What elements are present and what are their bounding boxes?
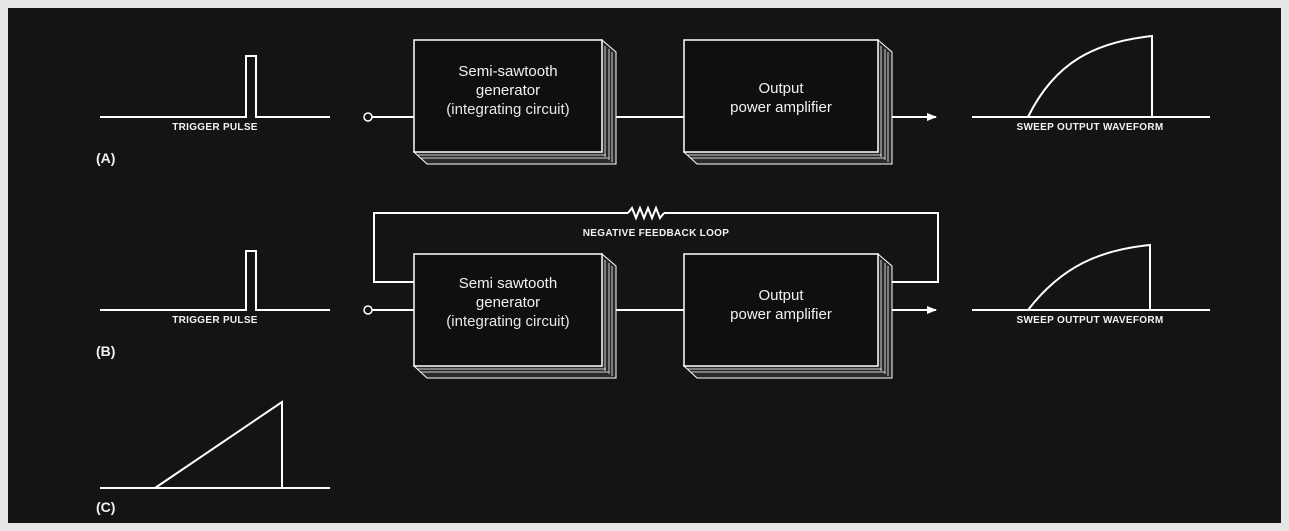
amplifier-b-line1: Output: [758, 287, 804, 304]
row-c: (C): [96, 400, 330, 515]
sawtooth-waveform-c: [100, 400, 330, 489]
amplifier-a-line1: Output: [758, 80, 804, 97]
amplifier-b-line2: power amplifier: [730, 306, 832, 323]
sweep-output-label-a: SWEEP OUTPUT WAVEFORM: [1016, 122, 1163, 133]
generator-b-line3: (integrating circuit): [446, 313, 569, 330]
feedback-loop-label: NEGATIVE FEEDBACK LOOP: [583, 228, 729, 239]
amplifier-a-line2: power amplifier: [730, 99, 832, 116]
trigger-pulse-a: TRIGGER PULSE: [100, 55, 330, 133]
row-a: TRIGGER PULSE (A) Semi-sawtooth generato…: [96, 34, 1210, 166]
sweep-waveform-b: SWEEP OUTPUT WAVEFORM: [972, 243, 1210, 326]
trigger-pulse-b: TRIGGER PULSE: [100, 250, 330, 326]
generator-a-line3: (integrating circuit): [446, 101, 569, 118]
generator-b-line1: Semi sawtooth: [459, 275, 557, 292]
diagram-panel: [8, 8, 1281, 523]
row-tag-c: (C): [96, 499, 115, 515]
sweep-output-label-b: SWEEP OUTPUT WAVEFORM: [1016, 315, 1163, 326]
row-b: NEGATIVE FEEDBACK LOOP TRIGGER PULSE (B): [96, 205, 1210, 379]
feedback-loop: NEGATIVE FEEDBACK LOOP: [373, 205, 939, 283]
input-terminal-b: [363, 305, 373, 315]
trigger-pulse-label-b: TRIGGER PULSE: [172, 315, 258, 326]
trigger-pulse-label-a: TRIGGER PULSE: [172, 122, 258, 133]
generator-b-line2: generator: [476, 294, 540, 311]
row-tag-a: (A): [96, 150, 115, 166]
generator-box-a: Semi-sawtooth generator (integrating cir…: [412, 38, 617, 165]
row-tag-b: (B): [96, 343, 115, 359]
generator-a-line1: Semi-sawtooth: [458, 63, 557, 80]
amplifier-box-b: Output power amplifier: [682, 252, 893, 379]
generator-a-line2: generator: [476, 82, 540, 99]
amplifier-box-a: Output power amplifier: [682, 38, 893, 165]
sweep-waveform-a: SWEEP OUTPUT WAVEFORM: [972, 34, 1210, 133]
input-terminal-a: [363, 112, 373, 122]
generator-box-b: Semi sawtooth generator (integrating cir…: [412, 252, 617, 379]
